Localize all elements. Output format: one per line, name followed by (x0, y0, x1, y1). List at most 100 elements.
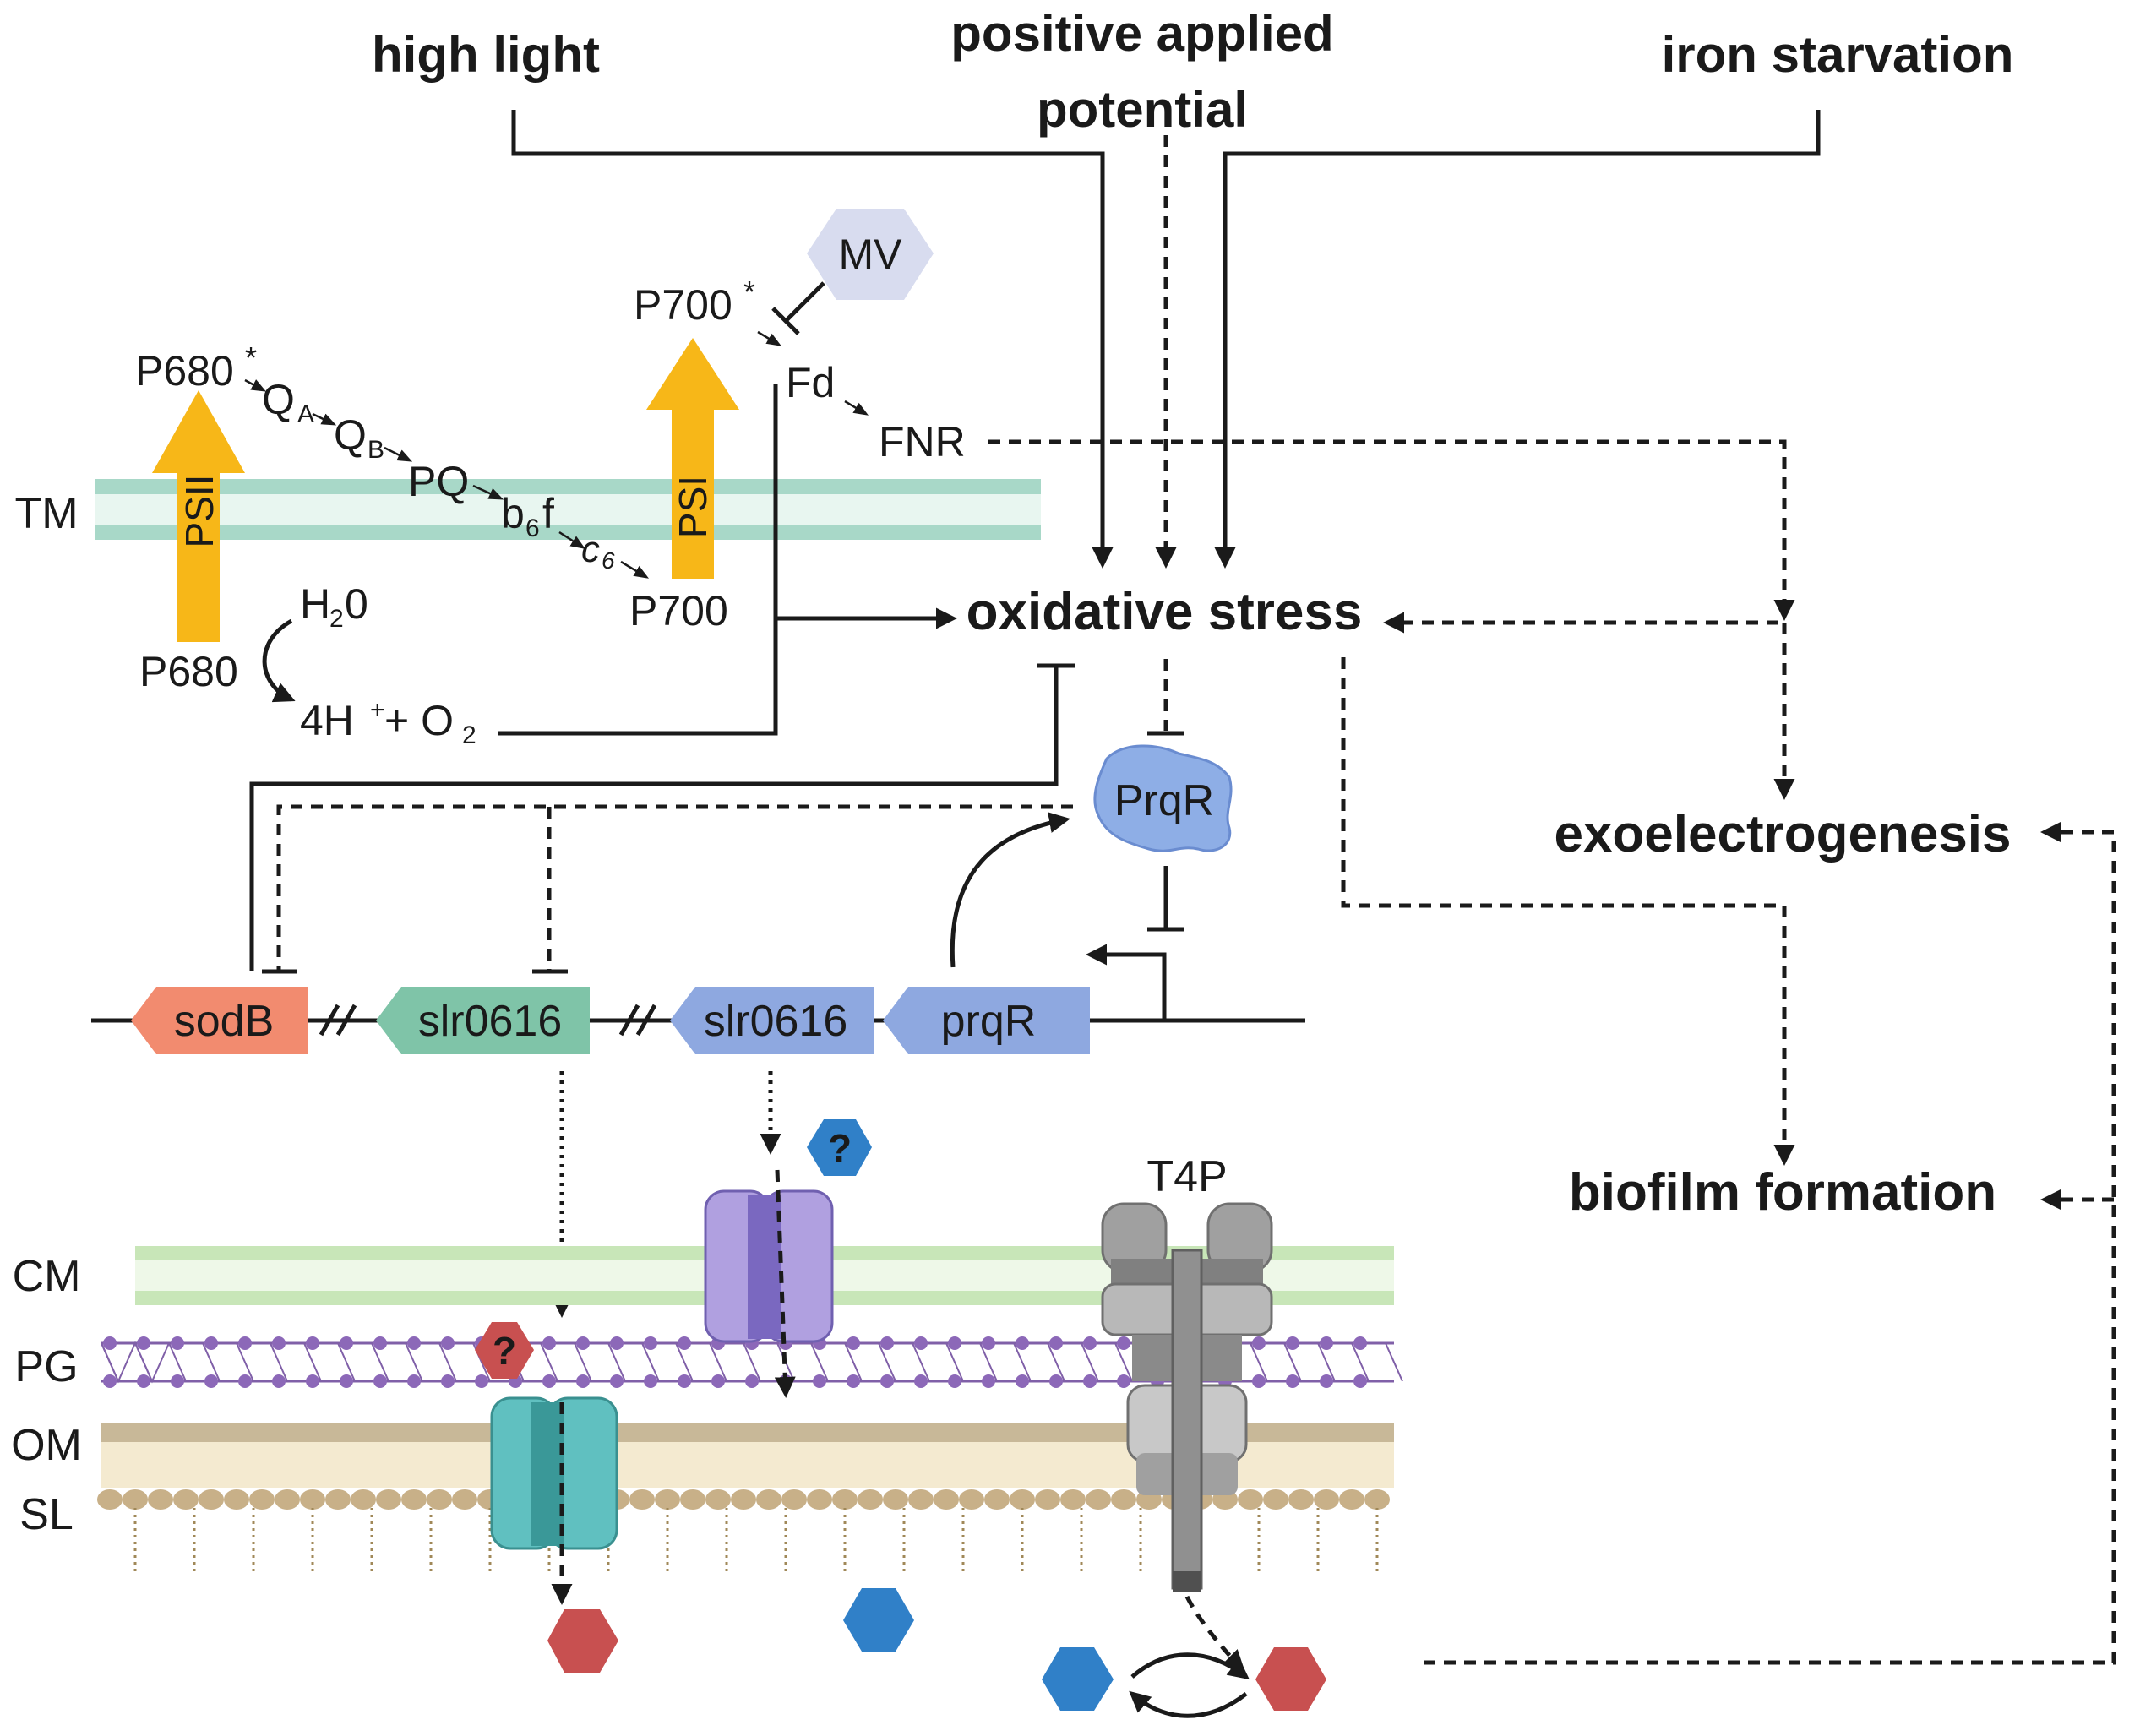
pg-bead (576, 1336, 590, 1350)
h2o-tail: 0 (345, 580, 368, 628)
tm-label: TM (14, 489, 78, 538)
sl-bead (275, 1489, 300, 1510)
exchange-arrow-top (1130, 1652, 1250, 1680)
sl-bead (300, 1489, 325, 1510)
cm-label: CM (13, 1252, 81, 1301)
feedback-line (1424, 821, 2116, 1665)
pg-bead (441, 1374, 455, 1388)
sl-bead (224, 1489, 249, 1510)
pg-bead (204, 1336, 218, 1350)
p680-label: P680 (139, 648, 238, 695)
protons-label: 4H (300, 697, 354, 744)
c6-label: c (581, 529, 600, 570)
sl-bead (832, 1489, 858, 1510)
pg-bead (475, 1374, 488, 1388)
peptidoglycan-beads (101, 1336, 1403, 1388)
genome-breaks (319, 1004, 657, 1037)
sl-bead (959, 1489, 984, 1510)
sl-bead (1238, 1489, 1263, 1510)
pg-label: PG (14, 1342, 78, 1391)
fd-label: Fd (786, 359, 835, 406)
pg-bead (1353, 1336, 1367, 1350)
pg-bead (1117, 1336, 1130, 1350)
pg-bead (306, 1336, 319, 1350)
pg-bead (678, 1336, 691, 1350)
pg-bead (1320, 1374, 1333, 1388)
sl-bead (148, 1489, 173, 1510)
prqr-repression-line (276, 804, 1073, 970)
sl-bead (807, 1489, 832, 1510)
psi-arrow (646, 338, 739, 579)
exchange-arrow-bottom (1129, 1690, 1248, 1718)
pg-bead (1252, 1336, 1266, 1350)
high-light-arrow (511, 110, 1114, 569)
pg-bead (644, 1336, 657, 1350)
qa-label: Q (262, 376, 295, 423)
exported-red-hexagon (547, 1609, 618, 1673)
gene-slr0616-a-label: slr0616 (418, 997, 563, 1046)
sl-bead (1339, 1489, 1364, 1510)
sodb-inhibits-stress (249, 666, 1059, 971)
pg-bead (306, 1374, 319, 1388)
sl-bead (908, 1489, 934, 1510)
sl-bead (1035, 1489, 1060, 1510)
gene-sodb-label: sodB (174, 997, 275, 1046)
pg-bead (1016, 1374, 1029, 1388)
h2o-sub: 2 (329, 605, 344, 633)
sl-bead (756, 1489, 781, 1510)
thylakoid-membrane (95, 479, 1041, 540)
pg-bead (1320, 1336, 1333, 1350)
pg-bead (678, 1374, 691, 1388)
biofilm-formation-label: biofilm formation (1569, 1163, 1996, 1222)
periplasm-blue-hexagon (843, 1588, 914, 1652)
sl-bead (629, 1489, 655, 1510)
sl-bead (781, 1489, 807, 1510)
gene-prqr-label: prqR (941, 997, 1037, 1046)
pg-bead (171, 1374, 184, 1388)
pg-bead (948, 1374, 961, 1388)
purple-transporter (704, 1189, 834, 1343)
qb-label: Q (334, 411, 367, 459)
pg-bead (204, 1374, 218, 1388)
pg-bead (1353, 1374, 1367, 1388)
pq-label: PQ (408, 458, 469, 505)
pg-bead (137, 1374, 150, 1388)
unknown-red-hexagon (475, 1322, 534, 1379)
applied-potential-label-2: potential (1037, 81, 1248, 138)
prqr-protein (1093, 744, 1233, 852)
pg-bead (847, 1374, 860, 1388)
t4p-blue-hexagon (1042, 1647, 1114, 1711)
sl-bead (984, 1489, 1010, 1510)
pg-bead (813, 1374, 826, 1388)
pg-bead (103, 1374, 117, 1388)
om-label: OM (11, 1421, 82, 1470)
sl-bead (199, 1489, 224, 1510)
p700-star-mark: * (743, 275, 755, 309)
pg-bead (610, 1374, 624, 1388)
sl-bead (173, 1489, 199, 1510)
pg-bead (847, 1336, 860, 1350)
sl-bead (1111, 1489, 1136, 1510)
pg-bead (1286, 1374, 1299, 1388)
pg-bead (576, 1374, 590, 1388)
pg-bead (1117, 1374, 1130, 1388)
pg-bead (982, 1374, 995, 1388)
pg-bead (880, 1336, 894, 1350)
qb-sub: B (368, 436, 384, 464)
prqr-promoter (1086, 944, 1167, 1020)
pg-bead (137, 1336, 150, 1350)
pg-bead (542, 1374, 556, 1388)
sl-bead (123, 1489, 148, 1510)
pg-bead (1016, 1336, 1029, 1350)
o2-sub: 2 (462, 721, 476, 749)
pg-bead (1083, 1336, 1097, 1350)
high-light-label: high light (372, 26, 600, 83)
t4p-label: T4P (1146, 1152, 1227, 1201)
pg-bead (407, 1374, 421, 1388)
sl-bead (97, 1489, 123, 1510)
sl-bead (731, 1489, 756, 1510)
prqr-protein-label: PrqR (1114, 776, 1214, 825)
sl-bead (655, 1489, 680, 1510)
sl-bead (376, 1489, 401, 1510)
sl-bead (1010, 1489, 1035, 1510)
